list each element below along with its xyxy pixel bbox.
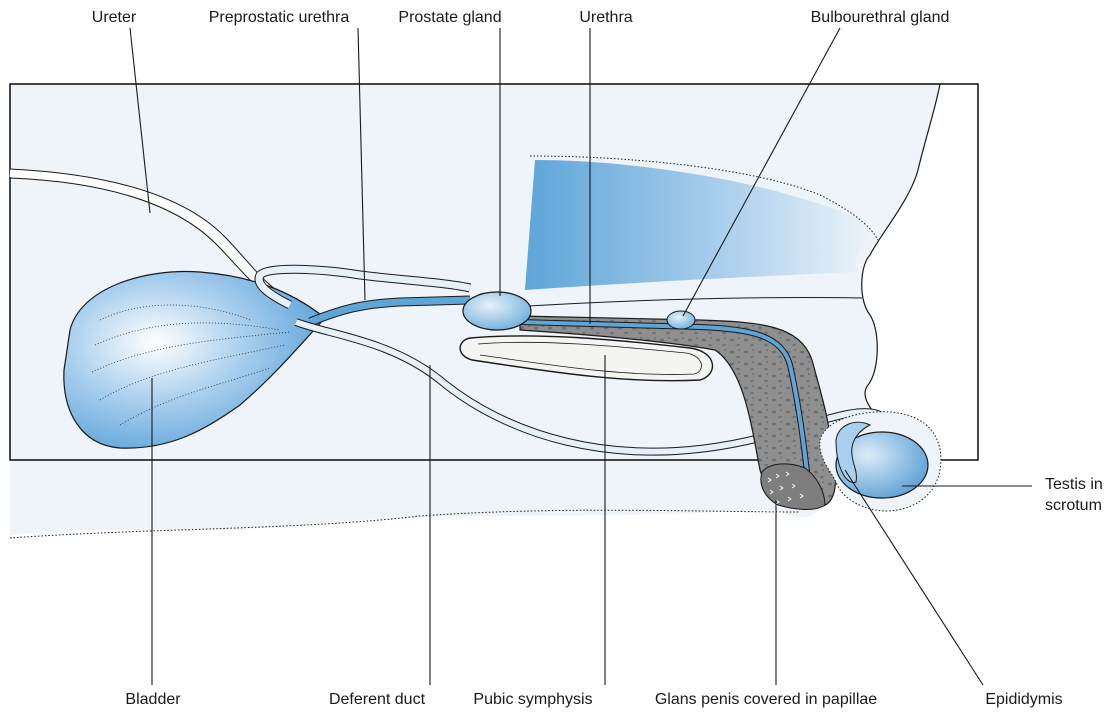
bulbourethral-gland <box>667 311 695 329</box>
label-glans-penis: Glans penis covered in papillae <box>655 691 877 709</box>
label-testis-in-scrotum: Testis in scrotum <box>1045 474 1103 516</box>
label-bulbourethral-gland: Bulbourethral gland <box>811 9 950 27</box>
label-testis-line1: Testis in <box>1045 474 1103 495</box>
label-deferent-duct: Deferent duct <box>329 691 425 709</box>
prostate-gland <box>463 292 531 330</box>
label-testis-line2: scrotum <box>1045 495 1103 516</box>
label-epididymis: Epididymis <box>985 691 1062 709</box>
label-preprostatic-urethra: Preprostatic urethra <box>209 9 350 27</box>
label-urethra: Urethra <box>579 9 632 27</box>
label-pubic-symphysis: Pubic symphysis <box>473 691 592 709</box>
label-bladder: Bladder <box>125 691 180 709</box>
label-ureter: Ureter <box>92 9 136 27</box>
label-prostate-gland: Prostate gland <box>398 9 501 27</box>
